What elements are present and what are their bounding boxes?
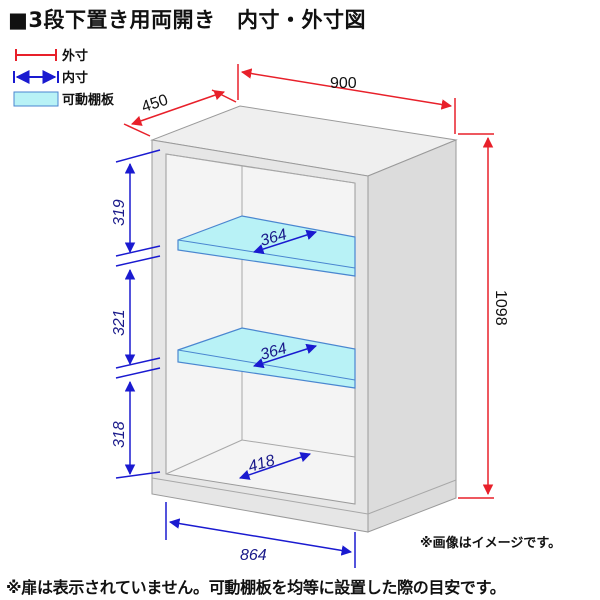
image-caption: ※画像はイメージです。 <box>420 536 562 551</box>
gap-middle-dimension: 321 <box>111 255 161 369</box>
cabinet-side-face <box>367 139 457 533</box>
gap-middle-label: 321 <box>111 309 128 336</box>
outer-height-label: 1098 <box>492 290 509 326</box>
legend-inner-label: 内寸 <box>62 70 88 86</box>
shelf-middle-depth-dimension: 364 <box>253 340 317 369</box>
outer-width-dimension: 900 <box>237 64 456 134</box>
legend-inner-symbol <box>13 70 59 84</box>
bottom-depth-label: 418 <box>246 452 276 476</box>
shelf-upper-depth-label: 364 <box>258 226 288 250</box>
footnote: ※扉は表示されていません。可動棚板を均等に設置した際の目安です。 <box>6 578 506 597</box>
outer-height-dimension: 1098 <box>458 133 509 499</box>
gap-top-label: 319 <box>111 199 128 226</box>
diagram-title: ■3段下置き用両開き 内寸・外寸図 <box>8 8 366 32</box>
inner-width-dimension: 864 <box>165 502 356 568</box>
legend: 外寸 内寸 可動棚板 <box>13 48 115 108</box>
outer-width-label: 900 <box>330 75 357 92</box>
cabinet <box>150 105 458 533</box>
outer-depth-dimension: 450 <box>123 89 237 137</box>
legend-shelf-label: 可動棚板 <box>62 92 115 108</box>
bottom-depth-dimension: 418 <box>239 452 311 480</box>
shelf-middle-depth-label: 364 <box>258 340 288 364</box>
legend-outer-label: 外寸 <box>61 48 88 64</box>
cabinet-opening <box>165 153 356 505</box>
shelf-upper-depth-dimension: 364 <box>253 226 317 255</box>
inner-width-label: 864 <box>240 547 267 564</box>
legend-outer-symbol <box>15 49 57 61</box>
gap-bottom-label: 318 <box>111 421 128 448</box>
legend-shelf-swatch <box>13 91 59 107</box>
gap-bottom-dimension: 318 <box>111 367 161 479</box>
gap-top-dimension: 319 <box>111 149 161 257</box>
